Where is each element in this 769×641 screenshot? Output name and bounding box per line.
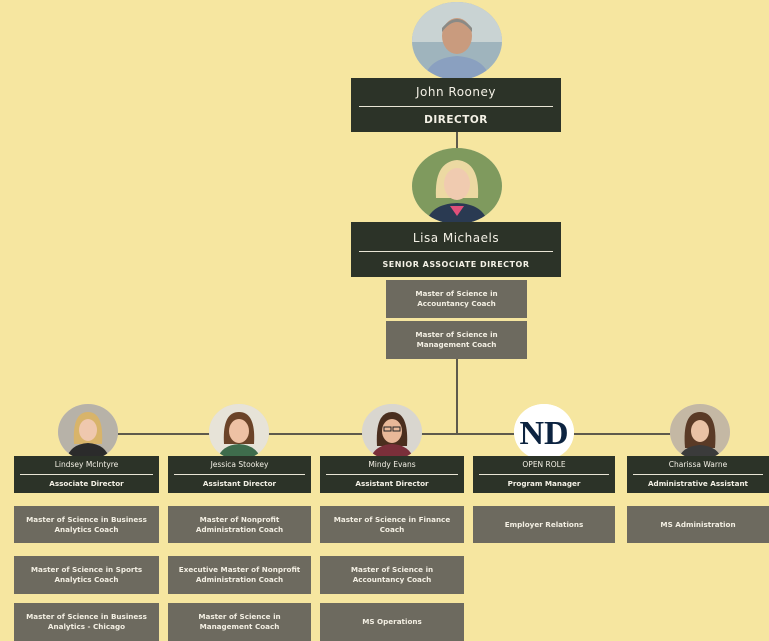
team-box-jessica: Jessica Stookey Assistant Director <box>168 456 311 493</box>
team-title: Assistant Director <box>202 479 277 488</box>
person-photo-icon <box>412 148 502 224</box>
person-photo-icon <box>412 2 502 80</box>
senior-avatar <box>412 148 502 224</box>
role-box: MS Administration <box>627 506 769 543</box>
svg-text:ND: ND <box>519 415 568 452</box>
team-avatar-mindy <box>362 404 422 460</box>
role-box: Master of Science in Finance Coach <box>320 506 464 543</box>
team-divider <box>174 474 305 475</box>
team-name: Jessica Stookey <box>210 460 269 469</box>
team-divider <box>633 474 763 475</box>
director-title: DIRECTOR <box>424 114 488 126</box>
director-divider <box>359 106 553 107</box>
senior-role-2: Master of Science in Management Coach <box>386 321 527 359</box>
team-avatar-jessica <box>209 404 269 460</box>
person-photo-icon <box>362 404 422 460</box>
senior-role-1: Master of Science in Accountancy Coach <box>386 280 527 318</box>
team-box-charissa: Charissa Warne Administrative Assistant <box>627 456 769 493</box>
team-title: Program Manager <box>507 479 581 488</box>
team-box-mindy: Mindy Evans Assistant Director <box>320 456 464 493</box>
role-box: Employer Relations <box>473 506 615 543</box>
team-avatar-charissa <box>670 404 730 460</box>
role-box: Master of Science in Accountancy Coach <box>320 556 464 594</box>
connector-senior-team <box>456 358 458 434</box>
team-divider <box>20 474 153 475</box>
team-name: Lindsey McIntyre <box>54 460 119 469</box>
person-photo-icon <box>209 404 269 460</box>
director-box: John Rooney DIRECTOR <box>351 78 561 132</box>
team-name: OPEN ROLE <box>522 460 566 469</box>
team-title: Administrative Assistant <box>647 479 748 488</box>
person-photo-icon <box>58 404 118 460</box>
role-box: Executive Master of Nonprofit Administra… <box>168 556 311 594</box>
team-avatar-lindsey <box>58 404 118 460</box>
team-title: Assistant Director <box>355 479 429 488</box>
role-box: MS Operations <box>320 603 464 641</box>
person-photo-icon <box>670 404 730 460</box>
senior-title: SENIOR ASSOCIATE DIRECTOR <box>382 260 530 269</box>
team-divider <box>479 474 609 475</box>
senior-box: Lisa Michaels SENIOR ASSOCIATE DIRECTOR <box>351 222 561 277</box>
team-name: Mindy Evans <box>368 460 416 469</box>
team-name: Charissa Warne <box>668 460 728 469</box>
team-title: Associate Director <box>49 479 124 488</box>
senior-divider <box>359 251 553 252</box>
team-box-open-role: OPEN ROLE Program Manager <box>473 456 615 493</box>
team-box-lindsey: Lindsey McIntyre Associate Director <box>14 456 159 493</box>
notre-dame-nd-logo-icon: ND <box>514 404 574 460</box>
connector-director-senior <box>456 132 458 152</box>
director-avatar <box>412 2 502 80</box>
role-box: Master of Nonprofit Administration Coach <box>168 506 311 543</box>
role-box: Master of Science in Business Analytics … <box>14 603 159 641</box>
team-logo-open-role: ND <box>514 404 574 460</box>
role-box: Master of Science in Sports Analytics Co… <box>14 556 159 594</box>
director-name: John Rooney <box>416 85 496 99</box>
role-box: Master of Science in Business Analytics … <box>14 506 159 543</box>
role-box: Master of Science in Management Coach <box>168 603 311 641</box>
team-divider <box>326 474 458 475</box>
senior-name: Lisa Michaels <box>412 231 500 245</box>
